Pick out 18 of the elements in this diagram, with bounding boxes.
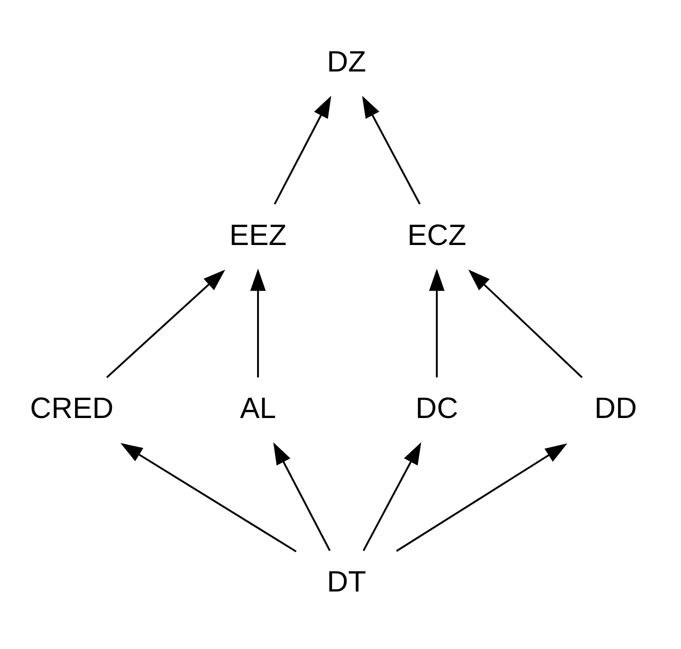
- node-text: EEZ: [229, 218, 287, 252]
- arrow: [106, 270, 226, 378]
- arrow: [468, 270, 583, 378]
- arrow: [362, 96, 421, 205]
- arrow: [362, 442, 422, 552]
- node-text: DD: [594, 392, 637, 426]
- node-text: ECZ: [407, 218, 466, 252]
- arrow: [396, 443, 568, 552]
- arrow: [120, 443, 297, 552]
- node-text: CRED: [30, 392, 114, 426]
- arrow: [274, 96, 332, 205]
- arrow: [429, 268, 445, 378]
- node-text: DZ: [326, 46, 366, 79]
- arrow: [250, 268, 266, 378]
- node-text: AL: [240, 392, 276, 426]
- arrow: [273, 442, 331, 552]
- node-text: DC: [416, 392, 458, 426]
- node-text: DT: [326, 565, 366, 598]
